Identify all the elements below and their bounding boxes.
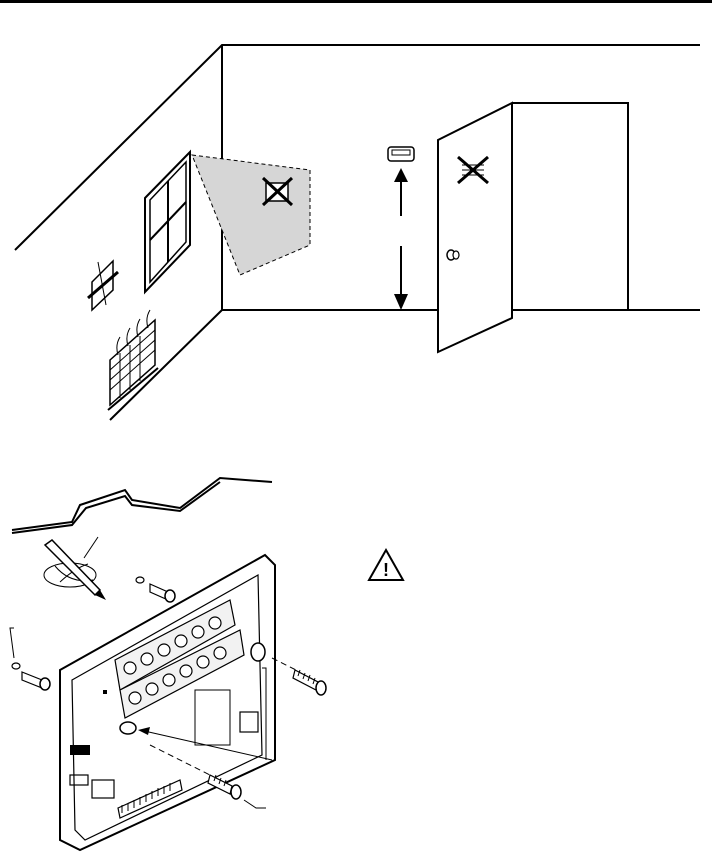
door-icon [438, 103, 512, 352]
mounting-screw [272, 658, 326, 695]
wall-anchor [136, 577, 175, 602]
warning-triangle-icon: ! [367, 548, 405, 582]
side-wall-crossed-icon [88, 261, 118, 310]
window-icon [145, 152, 310, 292]
wall-anchor-left [10, 628, 50, 690]
wall-break-line [12, 478, 272, 530]
up-arrow [394, 168, 408, 216]
header-rule [0, 0, 712, 3]
warning-symbol: ! [383, 560, 389, 580]
pencil-icon [44, 537, 106, 600]
wallplate-mounting-figure [0, 465, 340, 853]
heater-icon [108, 310, 158, 410]
door-frame [512, 103, 700, 310]
thermostat-location-figure [0, 40, 712, 420]
down-arrow [394, 246, 408, 310]
thermostat-icon [388, 147, 414, 161]
